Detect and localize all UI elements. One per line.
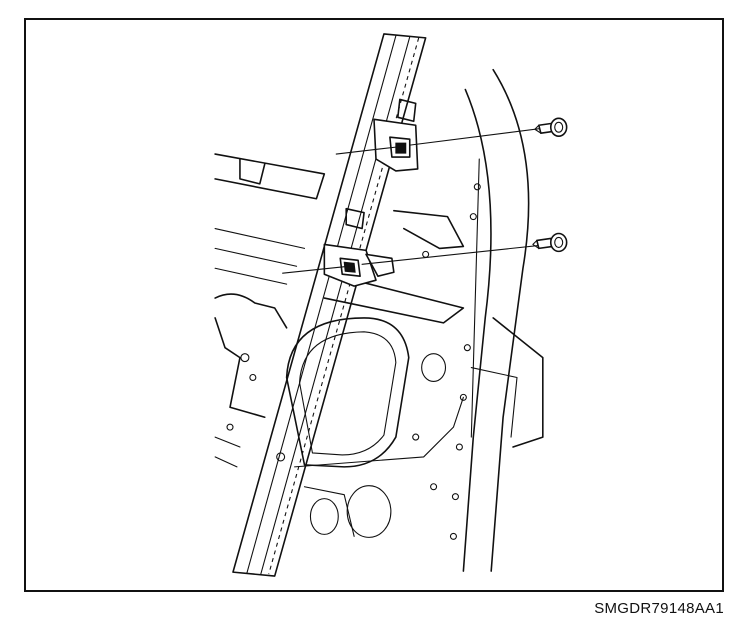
rear-door-pillar (449, 68, 544, 572)
inner-door-panel (214, 153, 465, 538)
leader-lines (282, 146, 397, 274)
upper-bracket (345, 98, 465, 250)
figure-frame (24, 18, 724, 592)
door-glass-run-bracket-illustration (214, 33, 568, 577)
upper-bolt (409, 117, 568, 146)
lower-bracket (323, 243, 395, 287)
figure-reference-code: SMGDR79148AA1 (594, 600, 724, 617)
lower-bolt (361, 232, 568, 265)
